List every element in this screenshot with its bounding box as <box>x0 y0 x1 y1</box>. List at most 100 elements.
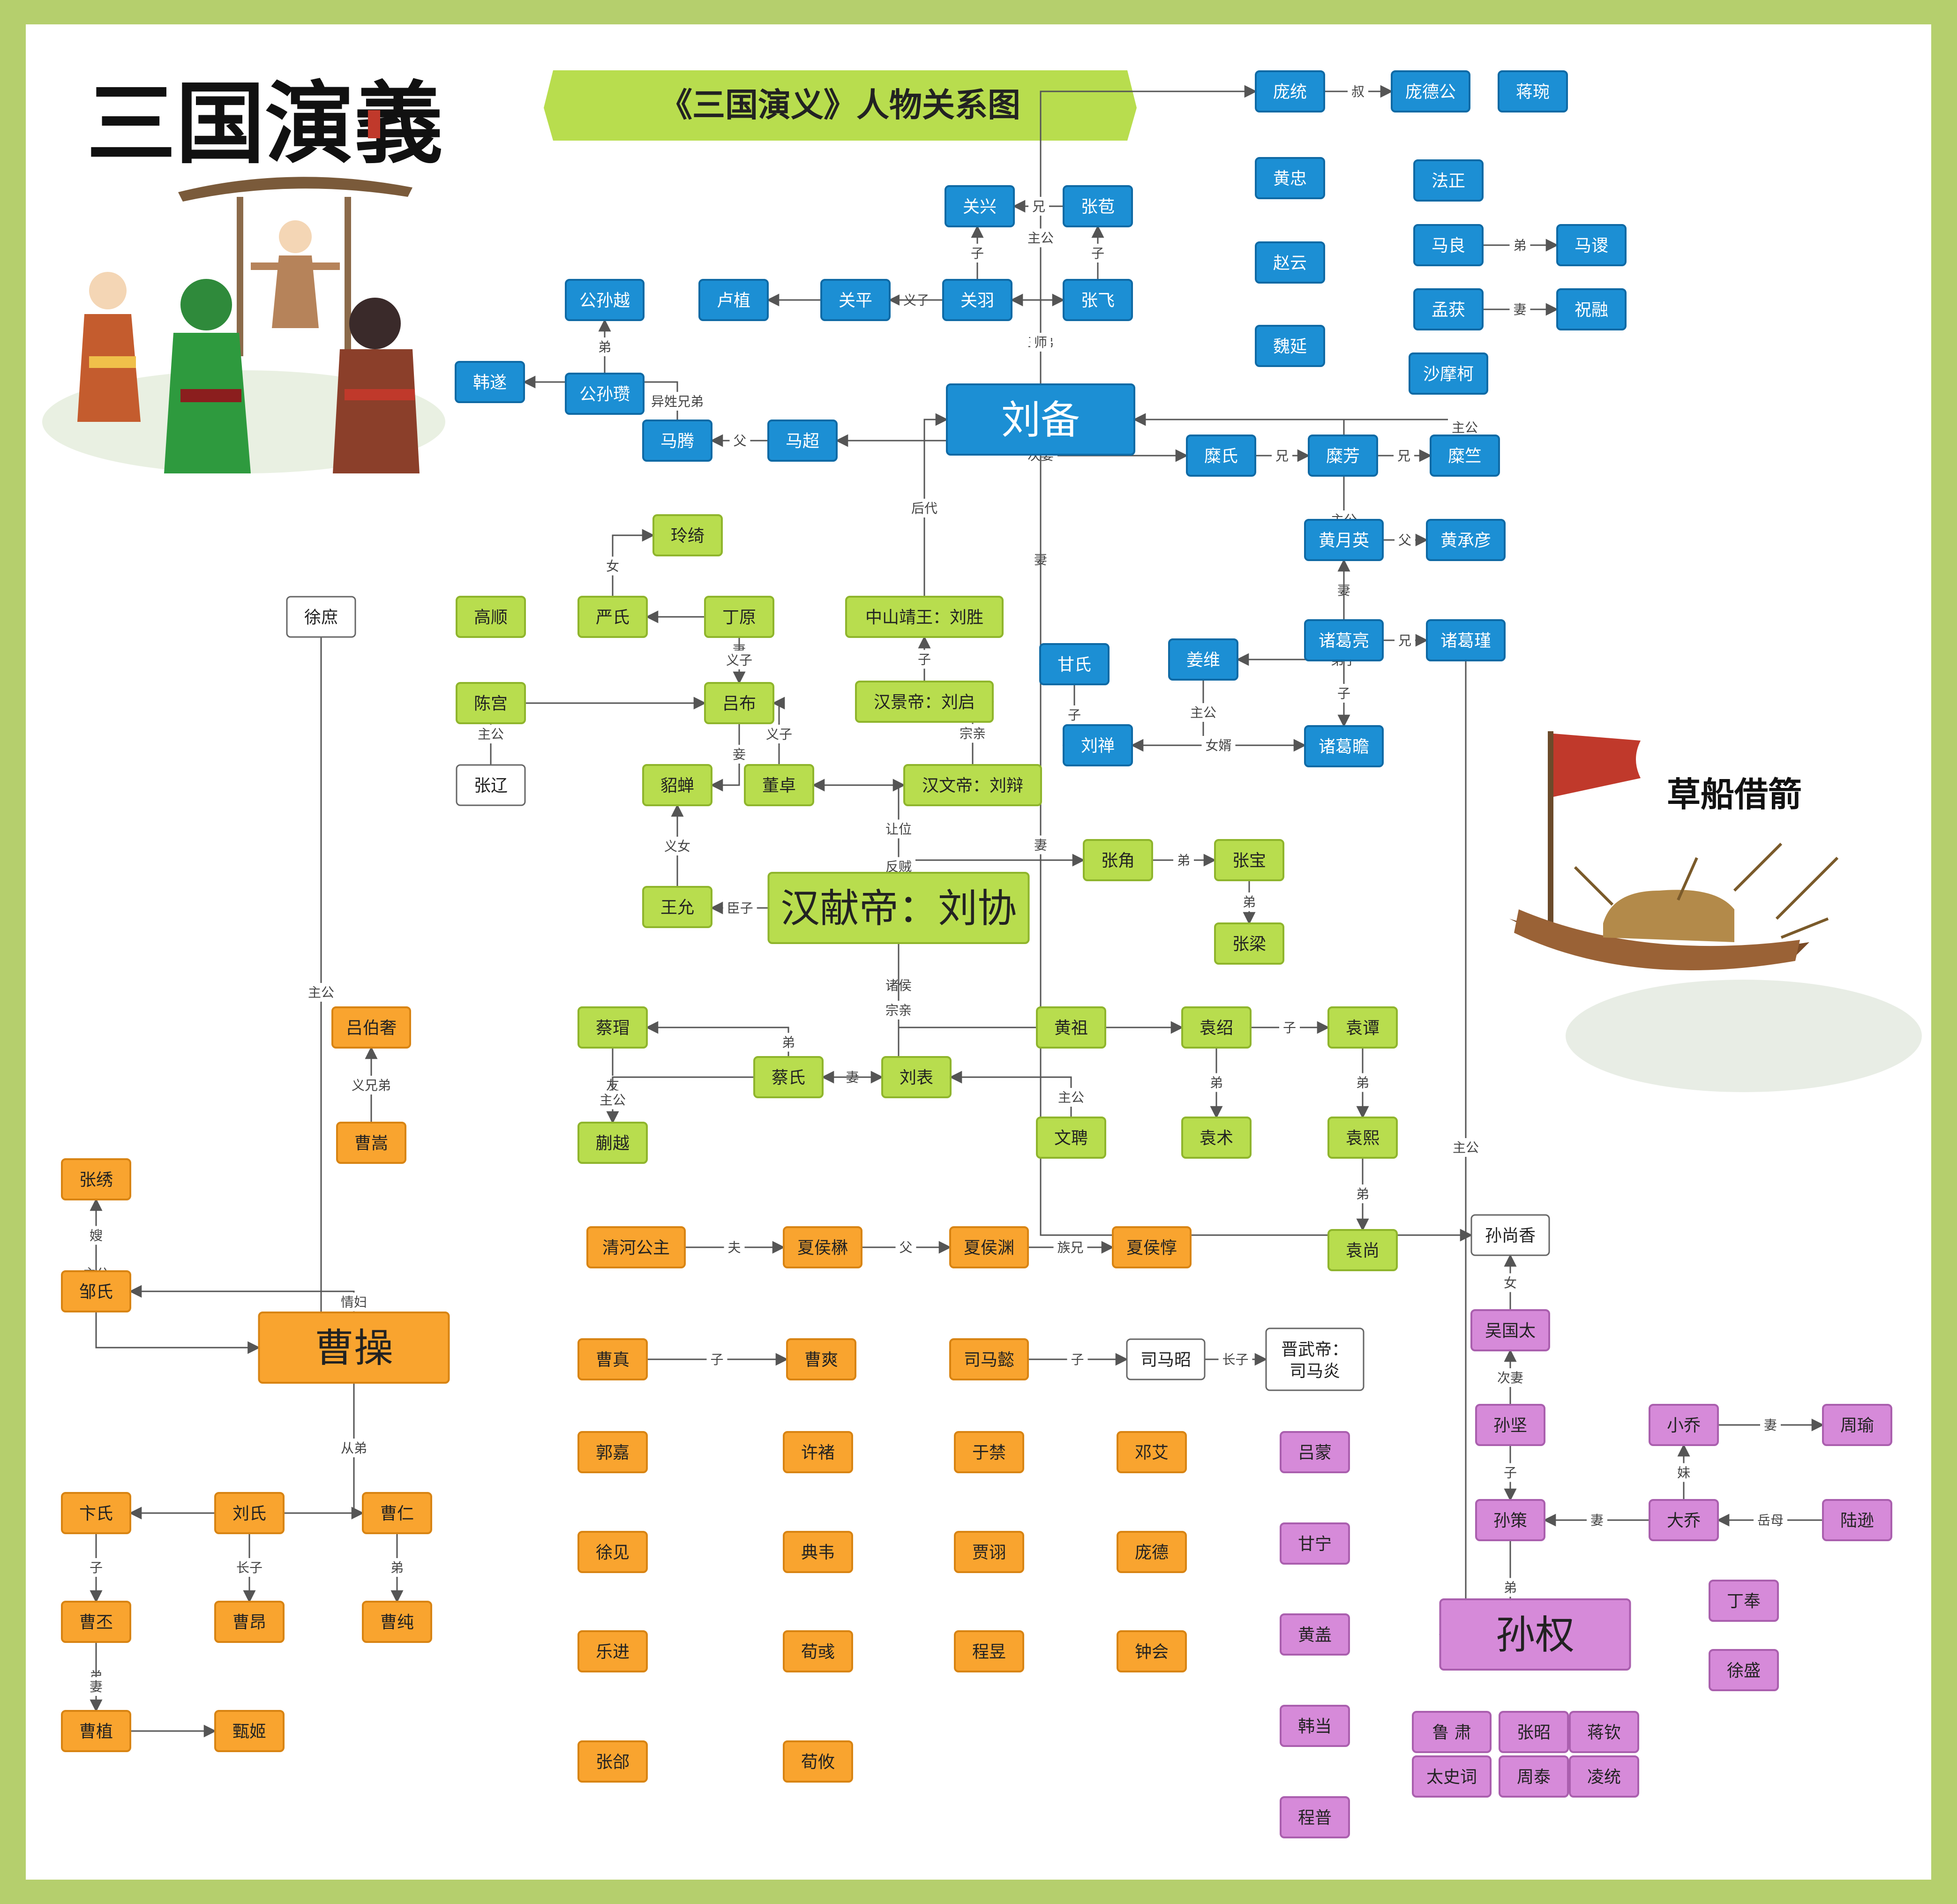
character-node-gongsunzan[interactable]: 公孙瓒 <box>565 373 645 415</box>
character-node-sunquan[interactable]: 孙权 <box>1439 1598 1631 1671</box>
character-node-ganshi[interactable]: 甘氏 <box>1039 643 1110 685</box>
character-node-machao[interactable]: 马超 <box>767 420 838 462</box>
character-node-zoushi[interactable]: 邹氏 <box>61 1270 131 1312</box>
character-node-lingqi[interactable]: 玲绮 <box>652 514 723 556</box>
character-node-huangzhong[interactable]: 黄忠 <box>1255 157 1325 199</box>
character-node-ganning[interactable]: 甘宁 <box>1280 1522 1350 1565</box>
character-node-caozhen[interactable]: 曹真 <box>577 1338 648 1380</box>
character-node-lingtong[interactable]: 凌统 <box>1569 1755 1639 1798</box>
character-node-sunce[interactable]: 孙策 <box>1475 1499 1545 1541</box>
character-node-mateng[interactable]: 马腾 <box>642 420 712 462</box>
character-node-zhangxiu[interactable]: 张绣 <box>61 1158 131 1200</box>
character-node-caopi[interactable]: 曹丕 <box>61 1601 131 1643</box>
character-node-liushi[interactable]: 刘氏 <box>214 1492 285 1534</box>
character-node-zhoutai[interactable]: 周泰 <box>1499 1755 1569 1798</box>
character-node-xiahoudun[interactable]: 夏侯惇 <box>1112 1226 1192 1268</box>
character-node-yuanshang[interactable]: 袁尚 <box>1327 1229 1398 1271</box>
character-node-liubiao[interactable]: 刘表 <box>881 1056 952 1098</box>
character-node-maliang[interactable]: 马良 <box>1413 224 1484 266</box>
character-node-chengong[interactable]: 陈宫 <box>456 682 526 724</box>
character-node-liuheng[interactable]: 汉文帝：刘辩 <box>903 764 1042 806</box>
character-node-zhurong[interactable]: 祝融 <box>1556 288 1627 330</box>
character-node-yuantan[interactable]: 袁谭 <box>1327 1006 1398 1049</box>
character-node-luxun[interactable]: 陆逊 <box>1822 1499 1892 1541</box>
character-node-zhangliao[interactable]: 张辽 <box>456 764 526 806</box>
character-node-liubei[interactable]: 刘备 <box>946 383 1135 456</box>
character-node-mizhu[interactable]: 糜竺 <box>1430 435 1500 477</box>
character-node-guanping[interactable]: 关平 <box>820 279 891 321</box>
character-node-taishici[interactable]: 太史词 <box>1412 1755 1492 1798</box>
character-node-wuguotai[interactable]: 吴国太 <box>1470 1309 1550 1351</box>
character-node-zhugejin[interactable]: 诸葛瑾 <box>1426 619 1506 661</box>
character-node-pangtong[interactable]: 庞统 <box>1255 70 1325 112</box>
character-node-xiaoqiao[interactable]: 小乔 <box>1649 1404 1719 1446</box>
character-node-daqiao[interactable]: 大乔 <box>1649 1499 1719 1541</box>
character-node-caosong[interactable]: 曹嵩 <box>336 1122 406 1164</box>
character-node-zhangzhao[interactable]: 张昭 <box>1499 1711 1569 1753</box>
character-node-dongzhuo[interactable]: 董卓 <box>744 764 814 806</box>
character-node-dengai[interactable]: 邓艾 <box>1117 1431 1187 1473</box>
character-node-xuhuang[interactable]: 徐见 <box>577 1531 648 1573</box>
character-node-zhugezhan[interactable]: 诸葛瞻 <box>1304 725 1384 767</box>
character-node-caimao[interactable]: 蔡瑁 <box>577 1006 648 1049</box>
character-node-zhangjiao[interactable]: 张角 <box>1083 839 1153 881</box>
character-node-chengyu[interactable]: 程昱 <box>954 1630 1024 1672</box>
character-node-caoshuang[interactable]: 曹爽 <box>786 1338 856 1380</box>
character-node-liusheng[interactable]: 中山靖王：刘胜 <box>845 596 1004 638</box>
character-node-masu[interactable]: 马谡 <box>1556 224 1627 266</box>
character-node-kuaiyue[interactable]: 蒯越 <box>577 1122 648 1164</box>
character-node-xiahoumao[interactable]: 夏侯楙 <box>783 1226 862 1268</box>
character-node-mifang[interactable]: 糜芳 <box>1308 435 1378 477</box>
character-node-xiahouyuan[interactable]: 夏侯渊 <box>949 1226 1029 1268</box>
character-node-zhugeliang[interactable]: 诸葛亮 <box>1304 619 1384 661</box>
character-node-huanggai[interactable]: 黄盖 <box>1280 1613 1350 1656</box>
character-node-xuchu[interactable]: 许褚 <box>783 1431 853 1473</box>
character-node-weiyan[interactable]: 魏延 <box>1255 325 1325 367</box>
character-node-shamoke[interactable]: 沙摩柯 <box>1409 352 1488 395</box>
character-node-gaoshun[interactable]: 高顺 <box>456 596 526 638</box>
character-node-simayi[interactable]: 司马懿 <box>949 1338 1029 1380</box>
character-node-xusheng[interactable]: 徐盛 <box>1709 1649 1779 1691</box>
character-node-dingfeng[interactable]: 丁奉 <box>1709 1580 1779 1622</box>
character-node-zhenji[interactable]: 甄姬 <box>214 1710 285 1752</box>
character-node-zhouyu[interactable]: 周瑜 <box>1822 1404 1892 1446</box>
character-node-caoren[interactable]: 曹仁 <box>362 1492 432 1534</box>
character-node-pangdegong[interactable]: 庞德公 <box>1391 70 1470 112</box>
character-node-lvbu[interactable]: 吕布 <box>704 682 774 724</box>
character-node-wangyun[interactable]: 王允 <box>642 886 712 928</box>
character-node-xushu[interactable]: 徐庶 <box>286 596 356 638</box>
character-node-jiangwei[interactable]: 姜维 <box>1168 638 1238 681</box>
character-node-yuanshao[interactable]: 袁绍 <box>1181 1006 1252 1049</box>
character-node-handang[interactable]: 韩当 <box>1280 1705 1350 1747</box>
character-node-bianshi[interactable]: 卞氏 <box>61 1492 131 1534</box>
character-node-lvmeng[interactable]: 吕蒙 <box>1280 1431 1350 1473</box>
character-node-dingyuan[interactable]: 丁原 <box>704 596 774 638</box>
character-node-simazhao[interactable]: 司马昭 <box>1126 1338 1206 1380</box>
character-node-yuanshu[interactable]: 袁术 <box>1181 1117 1252 1159</box>
character-node-liuxie[interactable]: 汉献帝：刘协 <box>767 872 1030 944</box>
character-node-lvboshe[interactable]: 吕伯奢 <box>331 1006 411 1049</box>
character-node-lusu[interactable]: 鲁 肃 <box>1412 1711 1492 1753</box>
character-node-mishi[interactable]: 糜氏 <box>1186 435 1256 477</box>
character-node-xunyou[interactable]: 荀攸 <box>783 1740 853 1783</box>
character-node-menghuo[interactable]: 孟获 <box>1413 288 1484 330</box>
character-node-guanxing[interactable]: 关兴 <box>945 185 1015 227</box>
character-node-zhangbao[interactable]: 张宝 <box>1214 839 1284 881</box>
character-node-caozhi[interactable]: 曹植 <box>61 1710 131 1752</box>
character-node-pangde[interactable]: 庞德 <box>1117 1531 1187 1573</box>
character-node-jiangqin[interactable]: 蒋钦 <box>1569 1711 1639 1753</box>
character-node-yujin[interactable]: 于禁 <box>954 1431 1024 1473</box>
character-node-yuejin[interactable]: 乐进 <box>577 1630 648 1672</box>
character-node-caocao[interactable]: 曹操 <box>258 1312 450 1384</box>
character-node-fazheng[interactable]: 法正 <box>1413 159 1484 202</box>
character-node-guojia[interactable]: 郭嘉 <box>577 1431 648 1473</box>
character-node-caoang[interactable]: 曹昂 <box>214 1601 285 1643</box>
character-node-jiangwan[interactable]: 蒋琬 <box>1498 70 1568 112</box>
character-node-zhangliang[interactable]: 张梁 <box>1214 922 1284 965</box>
character-node-guanyu[interactable]: 关羽 <box>942 279 1012 321</box>
character-node-diaochan[interactable]: 貂蝉 <box>642 764 712 806</box>
character-node-dianwei[interactable]: 典韦 <box>783 1531 853 1573</box>
character-node-huangyueying[interactable]: 黄月英 <box>1304 519 1384 561</box>
character-node-qinghe[interactable]: 清河公主 <box>586 1226 686 1268</box>
character-node-wenpin[interactable]: 文聘 <box>1036 1117 1106 1159</box>
